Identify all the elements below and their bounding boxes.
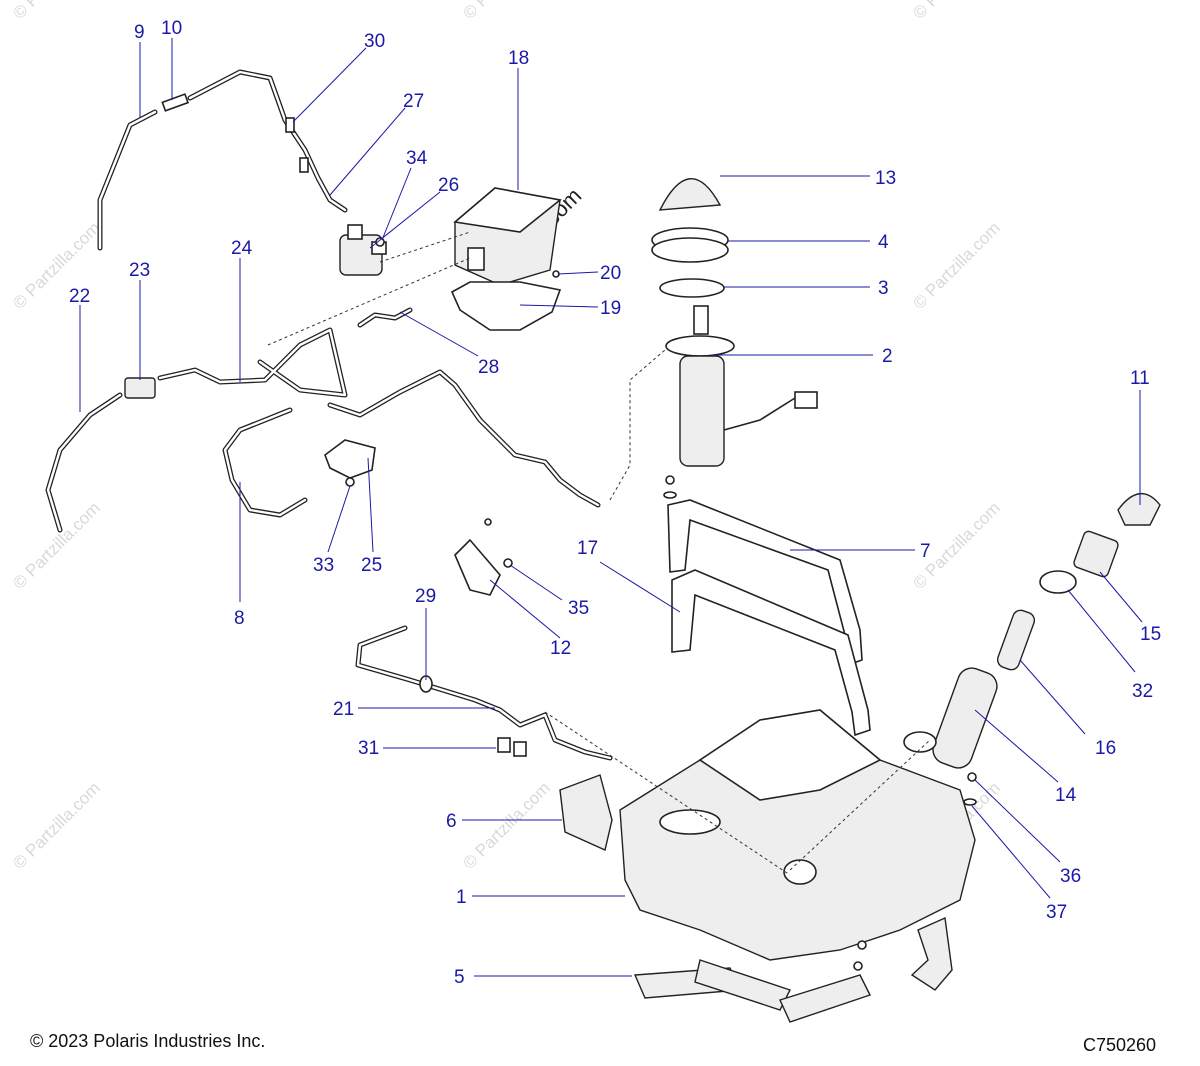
callout-13: 13 <box>875 168 896 189</box>
hose-28 <box>357 307 413 328</box>
hose-8 <box>222 407 308 518</box>
callout-22: 22 <box>69 286 90 307</box>
callout-2: 2 <box>882 346 893 367</box>
watermark-text: © Partzilla.com <box>9 0 103 23</box>
callout-8: 8 <box>234 608 245 629</box>
watermark-text: © Partzilla.com <box>909 218 1003 312</box>
callout-labels: 9 10 30 27 34 26 18 20 19 28 24 23 22 8 … <box>69 18 1161 988</box>
callout-5: 5 <box>454 967 465 988</box>
clamp-27 <box>285 117 309 173</box>
fuel-line-main <box>327 369 601 508</box>
callout-1: 1 <box>456 887 467 908</box>
fuel-line-21 <box>355 625 613 761</box>
callout-18: 18 <box>508 48 529 69</box>
fill-cap-11 <box>1117 493 1161 526</box>
watermark-text: © Partzilla.com <box>459 778 553 872</box>
callout-26: 26 <box>438 175 459 196</box>
gasket-3 <box>659 278 725 298</box>
callout-4: 4 <box>878 232 889 253</box>
rollover-valve-26 <box>339 224 387 276</box>
callout-9: 9 <box>134 22 145 43</box>
callout-15: 15 <box>1140 624 1161 645</box>
callout-20: 20 <box>600 263 621 284</box>
tank-bracket <box>910 916 953 991</box>
callout-10: 10 <box>161 18 182 39</box>
watermark-text: © Partzilla.com <box>9 778 103 872</box>
washer-37 <box>963 798 977 806</box>
bracket-25 <box>324 439 376 479</box>
screw-33 <box>345 477 355 487</box>
filler-tube-16 <box>996 609 1036 671</box>
callout-16: 16 <box>1095 738 1116 759</box>
diagram-code: C750260 <box>1083 1035 1157 1055</box>
watermark-text: © Partzilla.com <box>459 0 553 23</box>
callout-29: 29 <box>415 586 436 607</box>
filler-neck-15 <box>1073 530 1119 578</box>
clips-31 <box>497 737 527 757</box>
bracket-12 <box>454 538 501 596</box>
callout-36: 36 <box>1060 866 1081 887</box>
evap-canister-18 <box>453 187 562 286</box>
callout-3: 3 <box>878 278 889 299</box>
fuel-tank-1 <box>619 709 976 961</box>
connector-10 <box>161 93 190 112</box>
lock-ring-4 <box>651 227 729 263</box>
callout-19: 19 <box>600 298 621 319</box>
callout-24: 24 <box>231 238 253 259</box>
callout-6: 6 <box>446 811 457 832</box>
callout-37: 37 <box>1046 902 1067 923</box>
hose-24 <box>157 327 348 398</box>
callout-31: 31 <box>358 738 379 759</box>
callout-28: 28 <box>478 357 499 378</box>
assembly-guides <box>267 231 931 876</box>
tank-strap-17 <box>671 569 871 737</box>
valve-23 <box>124 377 156 399</box>
heat-shield-6 <box>559 774 613 851</box>
screw-35 <box>484 518 513 568</box>
callout-17: 17 <box>577 538 598 559</box>
leader-lines <box>79 38 1143 977</box>
callout-14: 14 <box>1055 785 1077 806</box>
screw-washer <box>663 475 677 499</box>
bracket-19 <box>450 281 562 331</box>
fuel-pump-2 <box>665 305 818 467</box>
tank-pads-5 <box>633 959 871 1023</box>
callout-25: 25 <box>361 555 382 576</box>
callout-30: 30 <box>364 31 385 52</box>
watermark-text: © Partzilla.com <box>909 0 1003 23</box>
clamp-32 <box>1039 570 1077 594</box>
callout-21: 21 <box>333 699 354 720</box>
copyright-text: © 2023 Polaris Industries Inc. <box>30 1031 266 1051</box>
callout-23: 23 <box>129 260 150 281</box>
filler-hose-14 <box>932 667 998 769</box>
clamp-tank <box>903 731 937 753</box>
callout-11: 11 <box>1130 368 1150 389</box>
screw-36 <box>967 772 977 782</box>
fuel-cap-13 <box>658 178 722 211</box>
callout-35: 35 <box>568 598 589 619</box>
callout-33: 33 <box>313 555 334 576</box>
hose-9 <box>97 109 158 251</box>
callout-34: 34 <box>406 148 428 169</box>
hose-22 <box>45 392 123 533</box>
callout-12: 12 <box>550 638 571 659</box>
callout-32: 32 <box>1132 681 1153 702</box>
screw-lower <box>853 940 867 971</box>
callout-27: 27 <box>403 91 424 112</box>
hose-30 <box>187 69 348 213</box>
callout-7: 7 <box>920 541 931 562</box>
